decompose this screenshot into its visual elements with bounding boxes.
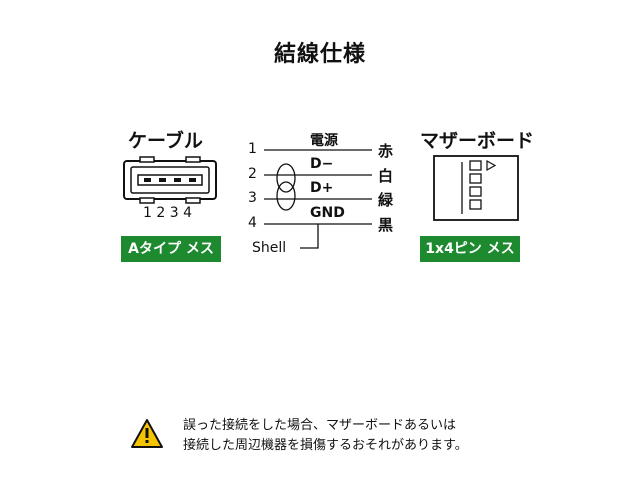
wire-color-black: 黒 (378, 216, 394, 234)
warning-text-line1: 誤った接続をした場合、マザーボードあるいは (183, 418, 457, 433)
motherboard-type-badge: 1x4ピン メス (420, 236, 520, 262)
wire-lines (264, 149, 372, 249)
signal-gnd: GND (310, 205, 345, 221)
usb-a-connector-icon (123, 156, 217, 204)
signal-d-minus: D− (310, 156, 334, 172)
wire-color-white: 白 (378, 167, 394, 185)
motherboard-header-title: マザーボード (420, 130, 535, 152)
signal-power: 電源 (310, 133, 338, 149)
cable-type-badge: Aタイプ メス (121, 236, 221, 262)
warning-text-line2: 接続した周辺機器を損傷するおそれがあります。 (183, 438, 468, 453)
pin-number-2: 2 (248, 166, 257, 182)
pin-number-4: 4 (248, 215, 257, 231)
cable-pin-numbers: 1 2 3 4 (143, 205, 192, 221)
signal-d-plus: D+ (310, 180, 334, 196)
cable-header: ケーブル (128, 130, 203, 152)
shell-label: Shell (252, 240, 287, 256)
wire-color-red: 赤 (378, 142, 394, 160)
motherboard-header-icon (433, 155, 519, 221)
pin-number-1: 1 (248, 141, 257, 157)
warning-icon (131, 419, 163, 448)
wire-color-green: 緑 (378, 191, 394, 209)
diagram-title: 結線仕様 (273, 42, 366, 67)
pin-number-3: 3 (248, 190, 257, 206)
